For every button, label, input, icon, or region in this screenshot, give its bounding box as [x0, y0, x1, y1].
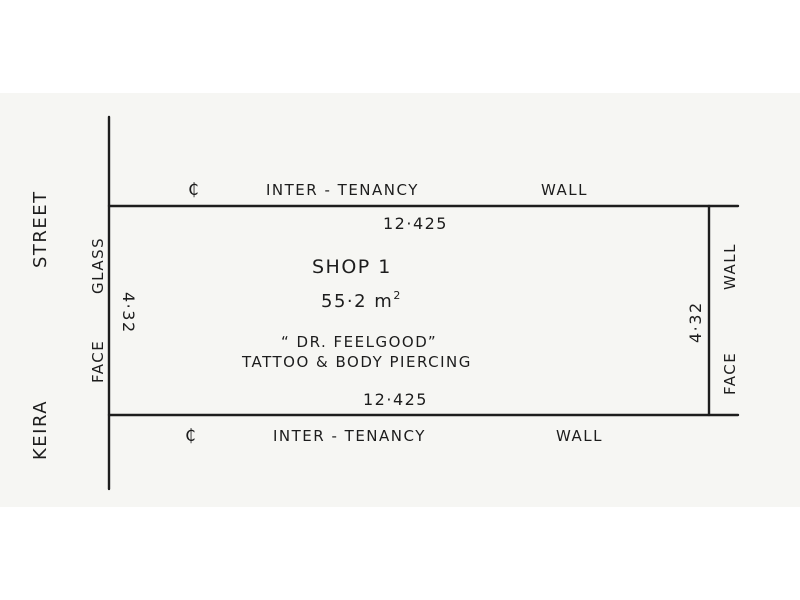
top-intertenancy-label: INTER - TENANCY [266, 181, 419, 199]
right-face-label: FACE [721, 352, 739, 395]
drawing-sheet [0, 93, 800, 507]
bottom-wall-label: WALL [556, 427, 603, 445]
bottom-intertenancy-label: INTER - TENANCY [273, 427, 426, 445]
street-name: KEIRA [30, 400, 51, 460]
shop-title: SHOP 1 [312, 256, 392, 278]
top-centreline-symbol: ₵ [188, 180, 200, 200]
shop-area-value: 55·2 m [321, 291, 393, 312]
left-glass-label: GLASS [89, 237, 107, 294]
right-depth-dimension: 4·32 [686, 301, 705, 343]
top-length-dimension: 12·425 [383, 214, 448, 233]
shop-area: 55·2 m2 [321, 289, 402, 312]
bottom-centreline-symbol: ₵ [185, 426, 197, 446]
shop-area-unit-sup: 2 [393, 289, 402, 302]
top-wall-label: WALL [541, 181, 588, 199]
tenant-description: TATTOO & BODY PIERCING [241, 353, 472, 371]
tenant-name: “ DR. FEELGOOD” [281, 333, 437, 351]
bottom-length-dimension: 12·425 [363, 390, 428, 409]
left-face-label: FACE [89, 340, 107, 383]
street-type: STREET [30, 190, 51, 268]
left-depth-dimension: 4·32 [119, 292, 138, 334]
right-wall-label: WALL [721, 243, 739, 290]
